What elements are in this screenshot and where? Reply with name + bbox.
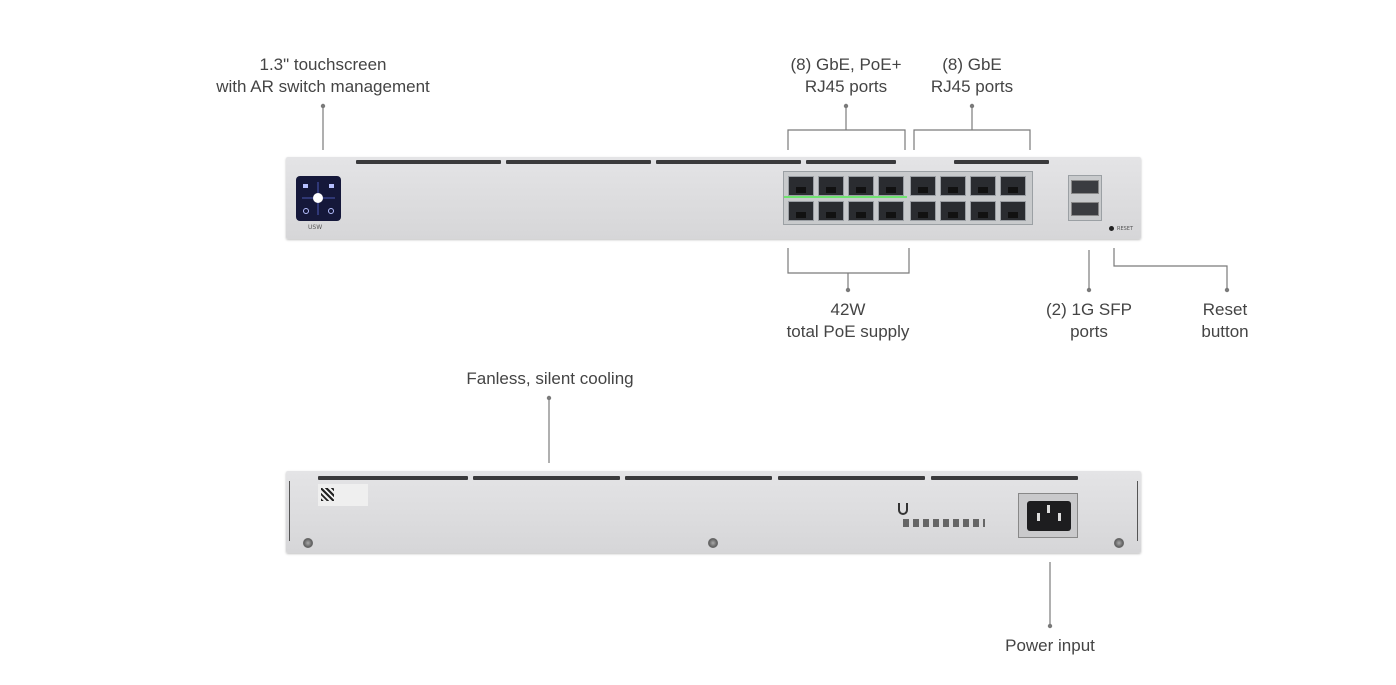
vent [931, 476, 1078, 480]
rj45-port[interactable] [1000, 201, 1026, 221]
screw-icon [708, 538, 718, 548]
reset-label: RESET [1117, 226, 1134, 232]
side-edge [1137, 481, 1138, 541]
vent [506, 160, 651, 164]
touchscreen-callout: 1.3" touchscreen with AR switch manageme… [193, 54, 453, 98]
rj45-port[interactable] [940, 201, 966, 221]
screw-icon [303, 538, 313, 548]
vent [625, 476, 772, 480]
callout-line: ports [1070, 322, 1108, 341]
rj45-port[interactable] [910, 201, 936, 221]
callout-line: (8) GbE [942, 55, 1002, 74]
gbe-ports-callout: (8) GbE RJ45 ports [912, 54, 1032, 98]
reset-button[interactable] [1109, 226, 1114, 231]
rj45-port[interactable] [848, 201, 874, 221]
screen-ui-icon [302, 182, 335, 215]
callout-line: button [1201, 322, 1249, 341]
callout-line: (8) GbE, PoE+ [790, 55, 902, 74]
callout-line: Reset [1202, 300, 1248, 319]
device-model-label: USW [308, 224, 323, 231]
rj45-port[interactable] [970, 201, 996, 221]
power-callout: Power input [990, 635, 1110, 657]
sfp-cage [1068, 175, 1102, 221]
callout-line: 42W [830, 300, 866, 319]
vent [806, 160, 896, 164]
cooling-callout: Fanless, silent cooling [430, 368, 670, 390]
callout-line: total PoE supply [786, 322, 910, 341]
rj45-port[interactable] [1000, 176, 1026, 196]
rj45-port-block [783, 171, 1033, 225]
rj45-port[interactable] [878, 201, 904, 221]
rj45-port[interactable] [848, 176, 874, 196]
rj45-port[interactable] [910, 176, 936, 196]
switch-front-panel: USW RESET [286, 157, 1141, 239]
poe-supply-callout: 42W total PoE supply [768, 299, 928, 343]
vent [318, 476, 468, 480]
rj45-port[interactable] [818, 201, 844, 221]
serial-label [318, 484, 368, 506]
rj45-port[interactable] [970, 176, 996, 196]
vent [954, 160, 1049, 164]
poe-led-strip [784, 196, 907, 198]
screw-icon [1114, 538, 1124, 548]
rj45-port[interactable] [788, 201, 814, 221]
callout-line: 1.3" touchscreen [259, 55, 387, 74]
qr-code-icon [321, 488, 334, 501]
touchscreen[interactable] [296, 176, 341, 221]
vent [473, 476, 620, 480]
rj45-port[interactable] [878, 176, 904, 196]
poe-ports-callout: (8) GbE, PoE+ RJ45 ports [771, 54, 921, 98]
sfp-port[interactable] [1071, 202, 1099, 216]
callout-line: Power input [1005, 636, 1095, 655]
callout-line: RJ45 ports [804, 77, 888, 96]
callout-line: RJ45 ports [930, 77, 1014, 96]
vent [356, 160, 501, 164]
sfp-port[interactable] [1071, 180, 1099, 194]
callout-line: (2) 1G SFP [1046, 300, 1132, 319]
vent [656, 160, 801, 164]
iec-socket-icon [1027, 501, 1071, 531]
compliance-marks-icon [903, 519, 985, 527]
reset-callout: Reset button [1180, 299, 1270, 343]
vent [778, 476, 925, 480]
side-edge [289, 481, 290, 541]
callout-line: Fanless, silent cooling [466, 369, 634, 388]
rj45-port[interactable] [818, 176, 844, 196]
rj45-port[interactable] [788, 176, 814, 196]
sfp-callout: (2) 1G SFP ports [1034, 299, 1144, 343]
brand-logo-icon [898, 503, 908, 515]
power-input[interactable] [1018, 493, 1078, 538]
switch-rear-panel [286, 471, 1141, 553]
callout-line: with AR switch management [216, 77, 430, 96]
rj45-port[interactable] [940, 176, 966, 196]
